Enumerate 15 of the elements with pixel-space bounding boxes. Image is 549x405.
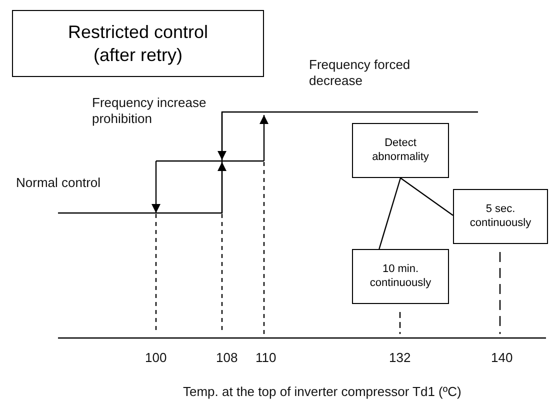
tick-label: 110 bbox=[256, 350, 276, 366]
heading-box: Restricted control (after retry) bbox=[12, 10, 264, 77]
region-label: Frequency increase prohibition bbox=[92, 95, 208, 126]
region-label: Frequency forced decrease bbox=[309, 57, 412, 88]
tick-label: 100 bbox=[145, 350, 167, 366]
tick-label: 108 bbox=[216, 350, 238, 366]
condition-box: 5 sec. continuously bbox=[453, 189, 548, 244]
connector-line bbox=[378, 178, 402, 250]
axis-title: Temp. at the top of inverter compressor Td1 (ºC) bbox=[183, 384, 462, 400]
region-label: Normal control bbox=[16, 175, 102, 191]
condition-box: Detect abnormality bbox=[352, 123, 449, 178]
tick-label: 132 bbox=[389, 350, 411, 366]
tick-label: 140 bbox=[491, 350, 513, 366]
condition-box: 10 min. continuously bbox=[352, 249, 449, 304]
connector-line bbox=[400, 178, 454, 216]
